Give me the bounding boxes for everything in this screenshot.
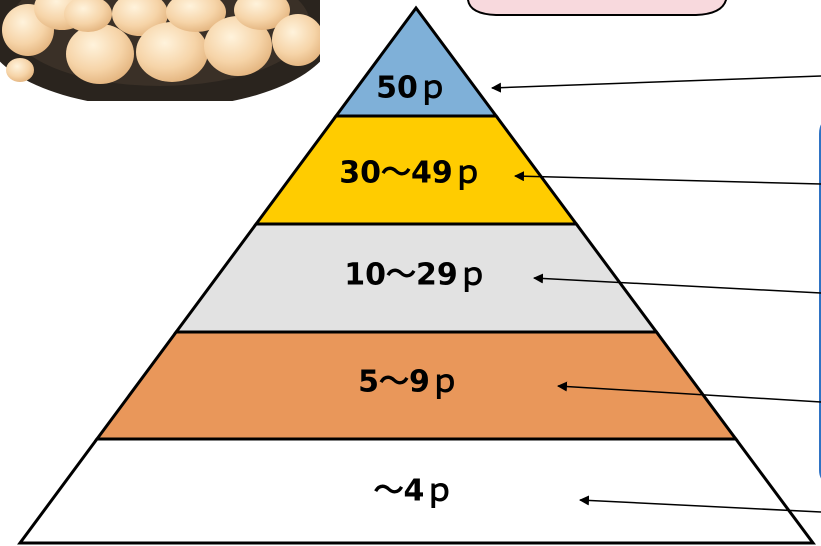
scallop-pieces bbox=[2, 0, 320, 84]
callout-arrows bbox=[491, 75, 821, 513]
pyramid-tier-label-1: 50ｐ bbox=[376, 71, 448, 106]
arrow-tier-5 bbox=[579, 495, 821, 513]
pyramid-tier-labels: 50ｐ 30～49ｐ 10～29ｐ 5～9ｐ ～4ｐ bbox=[339, 71, 488, 509]
pyramid-tier-label-5: ～4ｐ bbox=[374, 474, 455, 509]
pyramid-tiers bbox=[17, 5, 816, 545]
pyramid-tier-label-3: 10～29ｐ bbox=[344, 258, 488, 293]
arrow-tier-4 bbox=[557, 381, 821, 403]
arrow-tier-2 bbox=[514, 171, 821, 185]
pyramid-tier-label-4: 5～9ｐ bbox=[358, 365, 460, 400]
top-rounded-box bbox=[467, 0, 727, 16]
arrow-tier-1 bbox=[491, 75, 821, 93]
pyramid-tier-5 bbox=[17, 437, 816, 545]
scallops-photo bbox=[0, 0, 320, 101]
pyramid-tier-label-2: 30～49ｐ bbox=[339, 156, 483, 191]
callout-panel bbox=[819, 124, 821, 479]
arrow-tier-3 bbox=[533, 273, 821, 294]
